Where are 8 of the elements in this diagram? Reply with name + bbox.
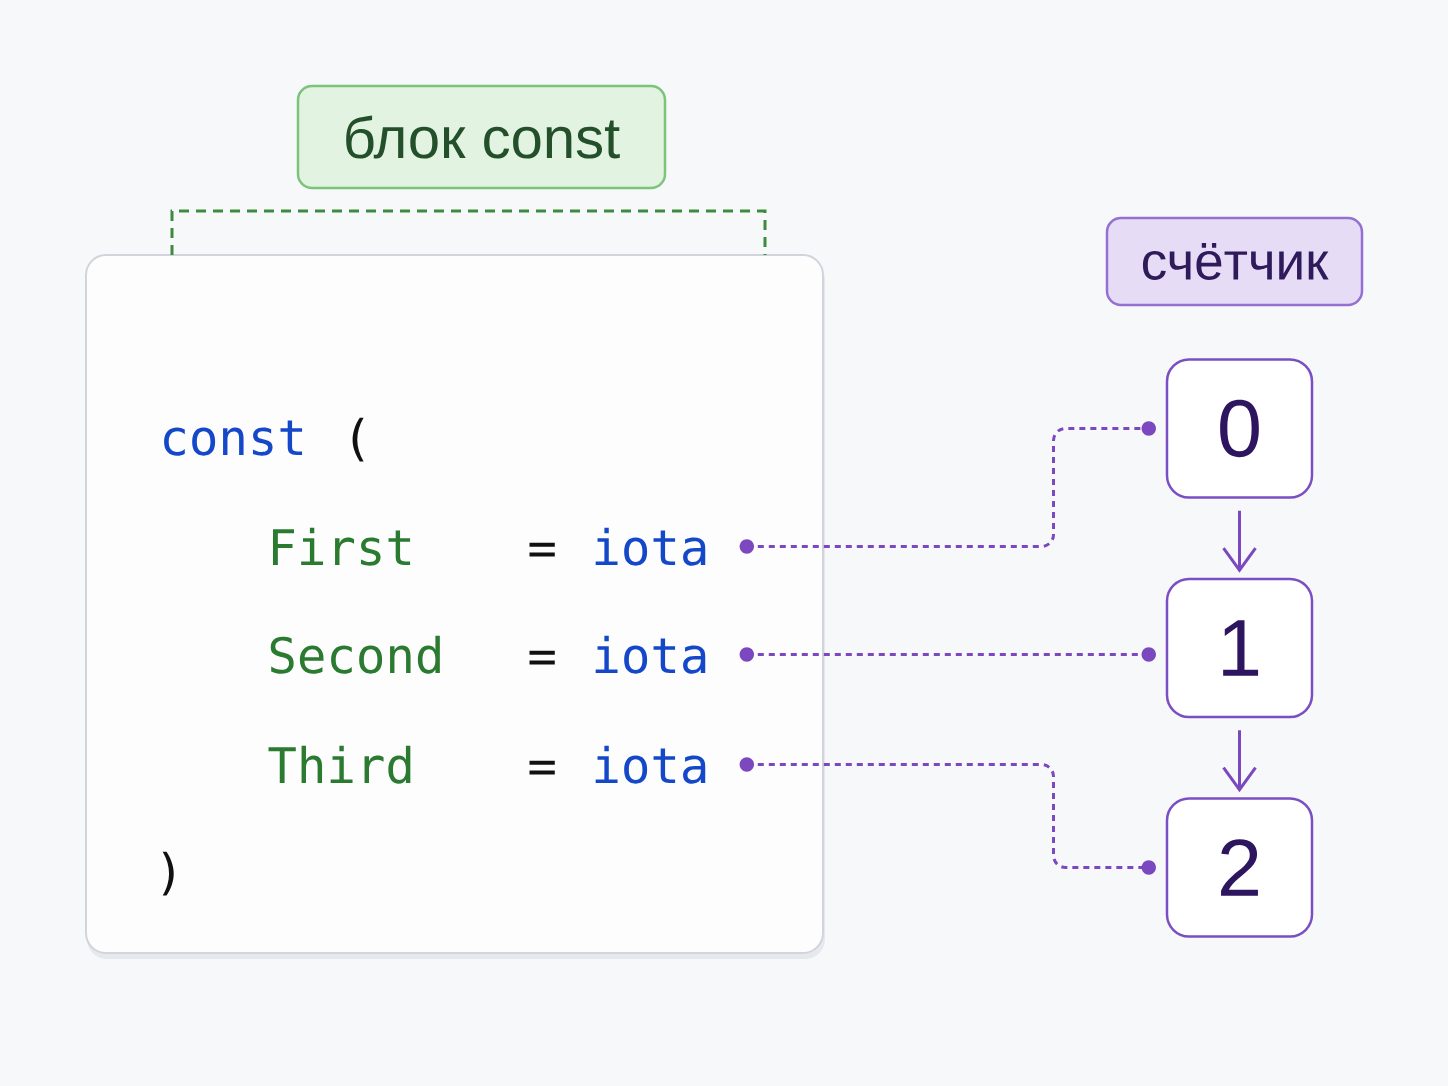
dotted-connector bbox=[739, 421, 1156, 554]
value-box: 1 bbox=[1165, 577, 1314, 719]
dotted-connector bbox=[739, 757, 1156, 875]
value-box: 0 bbox=[1165, 358, 1314, 499]
label-box: счётчик bbox=[1105, 216, 1364, 307]
label-box: блок const bbox=[296, 84, 667, 190]
value-box: 2 bbox=[1165, 797, 1314, 938]
dotted-connector bbox=[739, 647, 1156, 662]
